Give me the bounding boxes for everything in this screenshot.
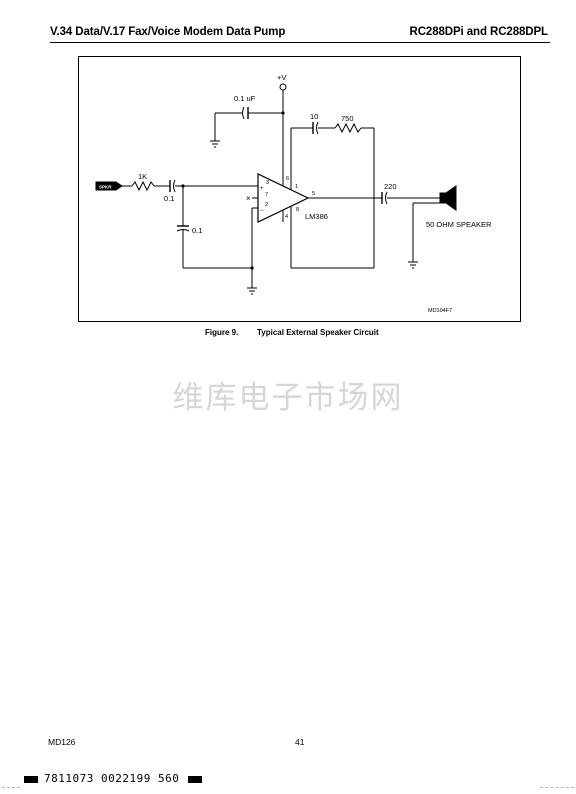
drawing-id-label: MD104F7 xyxy=(428,308,452,314)
inverting-sign: − xyxy=(260,208,264,214)
speaker-label: 50 OHM SPEAKER xyxy=(426,220,492,229)
barcode-text: 7811073 0022199 560 xyxy=(44,772,180,785)
shunt-cap-label: 0.1 xyxy=(192,226,202,235)
edge-mark xyxy=(540,787,574,788)
header-part-number: RC288DPi and RC288DPL xyxy=(409,26,548,38)
pin-label: 5 xyxy=(312,191,315,197)
input-resistor xyxy=(131,180,155,192)
pin-label: 3 xyxy=(266,180,269,186)
watermark: 维库电子市场网 xyxy=(172,380,404,416)
barcode-block xyxy=(188,776,202,783)
pin-label: 2 xyxy=(265,202,268,208)
junction-dots xyxy=(181,111,285,270)
pin-label: 1 xyxy=(295,184,298,190)
input-cap-label: 0.1 xyxy=(164,194,174,203)
header-document-title: V.34 Data/V.17 Fax/Voice Modem Data Pump xyxy=(50,26,286,38)
figure-frame xyxy=(78,56,521,322)
no-connect-mark: × xyxy=(246,194,251,203)
edge-mark xyxy=(2,787,20,788)
ground-symbol xyxy=(247,287,257,295)
input-res-label: 1K xyxy=(138,172,147,181)
barcode-block xyxy=(24,776,38,783)
pin-label: 4 xyxy=(285,214,288,220)
feedback-res-label: 750 xyxy=(341,114,354,123)
speaker-icon xyxy=(439,192,447,204)
spkr-input-label: SPKR xyxy=(99,185,112,190)
figure-title: Typical External Speaker Circuit xyxy=(257,328,379,337)
feedback-cap-label: 10 xyxy=(310,112,318,121)
feedback-resistor xyxy=(334,122,362,134)
header-divider xyxy=(50,42,550,43)
pin-label: 8 xyxy=(296,207,299,213)
ground-symbol xyxy=(210,140,220,148)
ground-symbol xyxy=(408,261,418,269)
spkr-input-tag xyxy=(95,181,123,191)
pin-label: 7 xyxy=(265,192,268,198)
footer-doc-id: MD126 xyxy=(48,737,76,747)
figure-number: Figure 9. xyxy=(205,328,239,337)
bypass-cap-label: 0.1 uF xyxy=(234,94,256,103)
supply-terminal xyxy=(279,83,287,91)
output-cap-label: 220 xyxy=(384,182,397,191)
supply-label: +V xyxy=(277,73,286,82)
amp-label: LM386 xyxy=(305,212,328,221)
footer-page-number: 41 xyxy=(295,737,305,747)
noninverting-sign: + xyxy=(260,186,264,192)
pin-label: 6 xyxy=(286,176,289,182)
